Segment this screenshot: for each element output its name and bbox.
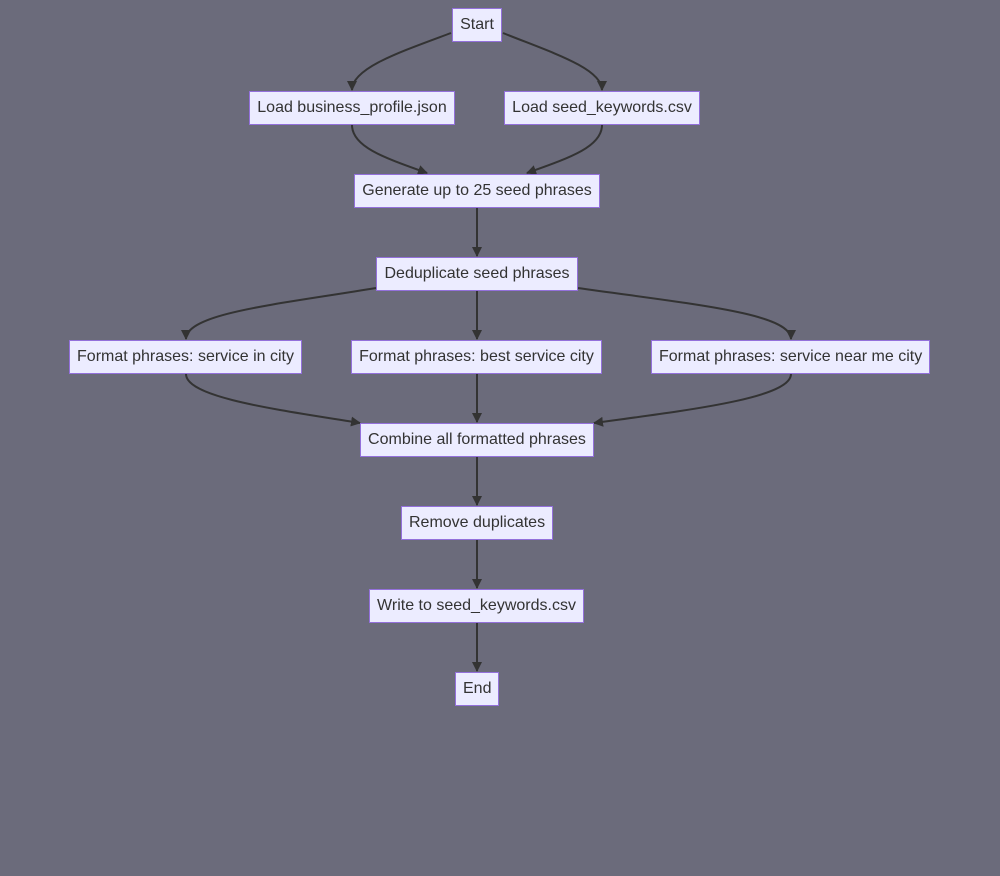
edge-format-in-city-to-combine [185, 373, 361, 427]
node-format-service-near-me-city: Format phrases: service near me city [651, 340, 930, 374]
node-load-seed-keywords: Load seed_keywords.csv [504, 91, 700, 125]
node-remove-duplicates: Remove duplicates [401, 506, 553, 540]
node-combine-formatted-phrases: Combine all formatted phrases [360, 423, 594, 457]
node-format-service-in-city: Format phrases: service in city [69, 340, 302, 374]
edge-load-business-profile-to-generate [351, 124, 428, 175]
edge-start-to-load-business-profile [347, 32, 452, 91]
node-generate-seed-phrases: Generate up to 25 seed phrases [354, 174, 600, 208]
node-load-business-profile: Load business_profile.json [249, 91, 455, 125]
node-deduplicate-seed-phrases: Deduplicate seed phrases [376, 257, 578, 291]
node-end: End [455, 672, 499, 706]
edge-deduplicate-to-format-in-city [181, 287, 377, 340]
edge-load-seed-keywords-to-generate [526, 124, 603, 175]
edge-deduplicate-to-format-near-me [577, 287, 796, 340]
node-write-seed-keywords: Write to seed_keywords.csv [369, 589, 584, 623]
edge-format-near-me-to-combine [593, 373, 792, 427]
edge-start-to-load-seed-keywords [502, 32, 607, 91]
node-start: Start [452, 8, 502, 42]
node-format-best-service-city: Format phrases: best service city [351, 340, 602, 374]
